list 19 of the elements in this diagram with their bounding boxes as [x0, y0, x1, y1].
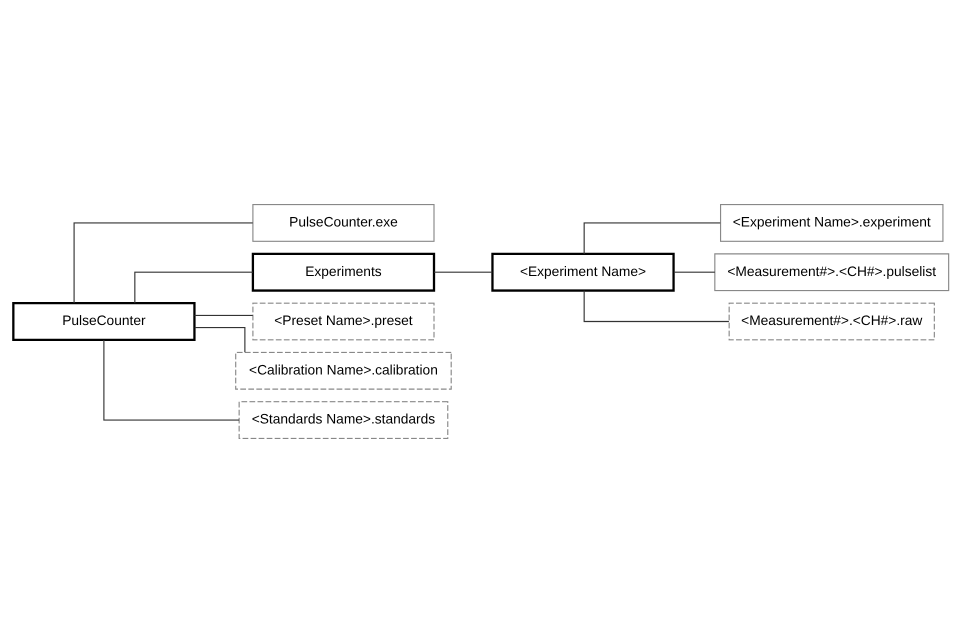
connector	[584, 290, 729, 322]
node-box: <Experiment Name>	[491, 252, 675, 292]
node-box: <Experiment Name>.experiment	[720, 204, 944, 242]
node-box: PulseCounter	[12, 302, 196, 341]
connector	[674, 272, 715, 273]
connector	[194, 327, 246, 352]
connector	[74, 222, 253, 303]
connector	[194, 314, 253, 316]
node-box: PulseCounter.exe	[252, 204, 435, 242]
connector	[434, 272, 492, 273]
node-box: <Measurement#>.<CH#>.raw	[728, 302, 935, 340]
node-box: <Calibration Name>.calibration	[235, 352, 452, 390]
connector	[103, 340, 240, 421]
node-box: <Measurement#>.<CH#>.pulselist	[714, 253, 950, 292]
node-box: <Preset Name>.preset	[252, 302, 435, 340]
connector	[134, 272, 253, 304]
node-box: <Standards Name>.standards	[238, 401, 448, 439]
connector	[584, 222, 720, 254]
node-box: Experiments	[252, 252, 436, 292]
